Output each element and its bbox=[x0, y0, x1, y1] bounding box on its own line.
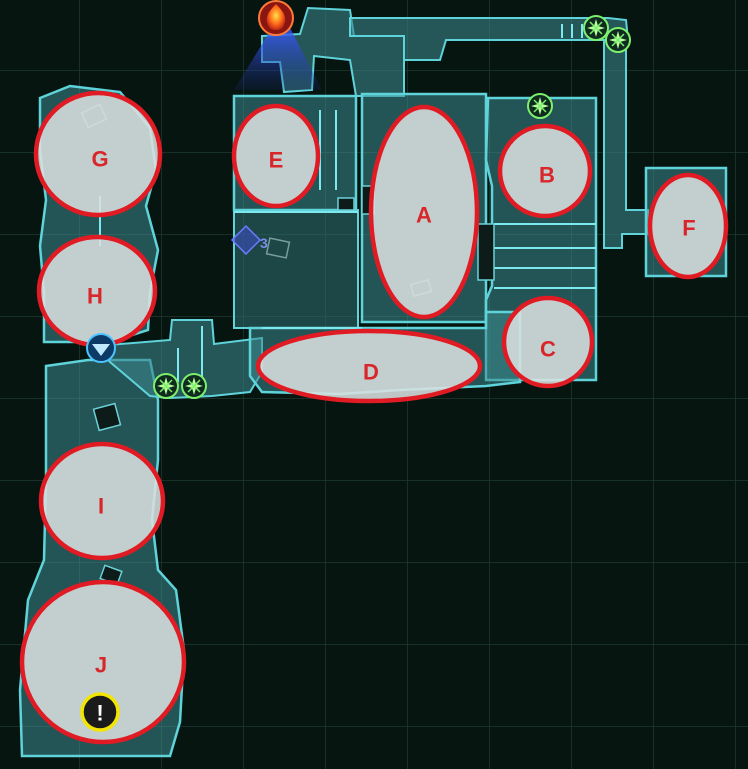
zone-b-label: B bbox=[539, 163, 555, 188]
compass-waypoint-icon[interactable] bbox=[527, 93, 553, 119]
obstacle-e-2 bbox=[337, 197, 355, 211]
corridor-northeast bbox=[349, 17, 630, 61]
obstacle-a bbox=[477, 223, 495, 281]
zone-j-outline bbox=[19, 579, 187, 745]
zone-d[interactable]: D bbox=[255, 328, 483, 404]
room-number-label: 3 bbox=[260, 235, 268, 251]
vision-cone bbox=[234, 28, 322, 90]
compass-waypoint-icon[interactable] bbox=[583, 15, 609, 41]
zone-d-label: D bbox=[363, 360, 379, 385]
zone-j[interactable]: J bbox=[19, 579, 187, 745]
quest-marker-label: ! bbox=[96, 701, 103, 726]
compass-waypoint-icon[interactable] bbox=[605, 27, 631, 53]
zone-f-label: F bbox=[682, 216, 695, 241]
zone-b-outline bbox=[497, 123, 593, 219]
zone-g-outline bbox=[33, 90, 163, 218]
zone-g[interactable]: G bbox=[33, 90, 163, 218]
prop-2 bbox=[265, 237, 291, 259]
zone-j-label: J bbox=[95, 653, 107, 678]
zone-c-label: C bbox=[540, 337, 556, 362]
zone-a-label: A bbox=[416, 203, 432, 228]
zone-g-label: G bbox=[91, 147, 108, 172]
player-arrow-icon bbox=[86, 333, 116, 363]
zone-c-outline bbox=[501, 295, 595, 389]
zone-a[interactable]: A bbox=[368, 104, 480, 320]
zone-c[interactable]: C bbox=[501, 295, 595, 389]
compass-waypoint-icon[interactable] bbox=[153, 373, 179, 399]
fire-flame-icon bbox=[266, 4, 286, 30]
objective-marker bbox=[234, 0, 322, 90]
obstacle-crate bbox=[92, 402, 122, 432]
zone-b[interactable]: B bbox=[497, 123, 593, 219]
zone-h-label: H bbox=[87, 284, 103, 309]
zone-i-label: I bbox=[98, 494, 104, 519]
quest-marker-ring bbox=[80, 692, 120, 732]
zone-a-outline bbox=[368, 104, 480, 320]
zone-e-outline bbox=[231, 103, 321, 209]
diamond-icon bbox=[230, 224, 262, 256]
zone-f[interactable]: F bbox=[647, 172, 729, 280]
zone-i[interactable]: I bbox=[38, 441, 166, 561]
room-e-lower bbox=[233, 209, 359, 329]
zone-e-label: E bbox=[269, 148, 284, 173]
zone-d-outline bbox=[255, 328, 483, 404]
room-number-marker: 3 bbox=[230, 224, 268, 256]
zone-h[interactable]: H bbox=[36, 234, 158, 348]
zone-i-outline bbox=[38, 441, 166, 561]
zone-e[interactable]: E bbox=[231, 103, 321, 209]
zone-f-outline bbox=[647, 172, 729, 280]
quest-marker[interactable]: ! bbox=[80, 692, 120, 732]
waypoints bbox=[153, 15, 631, 399]
compass-waypoint-icon[interactable] bbox=[181, 373, 207, 399]
